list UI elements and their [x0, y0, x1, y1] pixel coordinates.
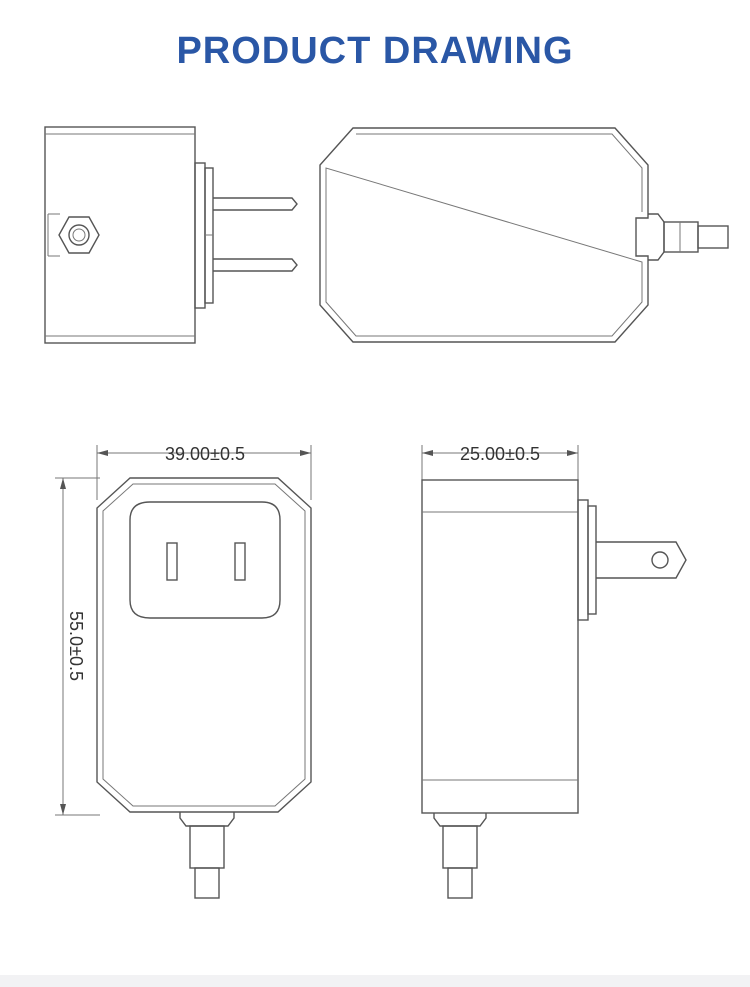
front-height-dimension: 55.0±0.5 [66, 611, 86, 681]
prong-lower [213, 258, 298, 272]
hex-nut-icon [58, 216, 100, 254]
front-width-dimension: 39.00±0.5 [165, 444, 245, 464]
footer-band [0, 975, 750, 987]
right-side-view: 25.00±0.5 [421, 444, 687, 899]
front-view: 39.00±0.5 55.0±0.5 [55, 444, 312, 899]
page-title: PRODUCT DRAWING [176, 30, 574, 72]
top-view [44, 126, 298, 344]
socket-slot-left [166, 542, 178, 581]
socket-slot-right [234, 542, 246, 581]
side-view-cable [319, 127, 729, 343]
plug-socket [129, 501, 281, 619]
prong-side [596, 541, 687, 579]
side-depth-dimension: 25.00±0.5 [460, 444, 540, 464]
prong-upper [213, 197, 298, 211]
